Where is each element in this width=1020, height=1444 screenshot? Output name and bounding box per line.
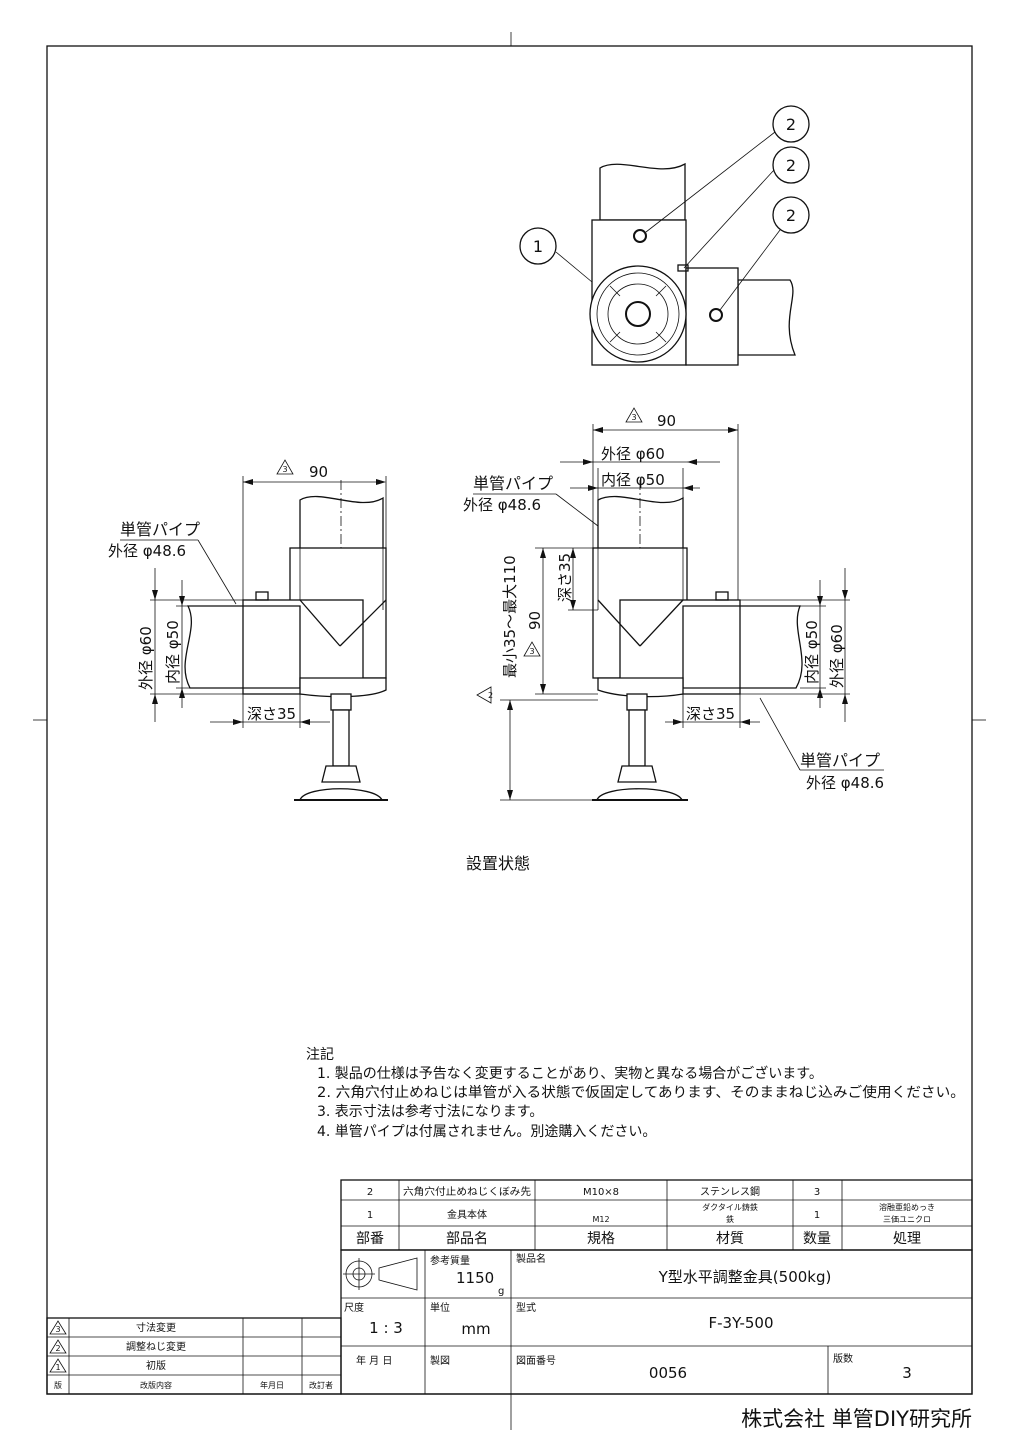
part2-name: 六角穴付止めねじくぼみ先 bbox=[403, 1185, 531, 1198]
left-pipe-od: 外径 φ48.6 bbox=[108, 542, 186, 560]
header-name: 部品名 bbox=[446, 1231, 488, 1247]
title-block: 参考質量 1150 g 製品名 Y型水平調整金具(500kg) 尺度 1 : 3… bbox=[340, 1249, 973, 1395]
left-pipe-label: 単管パイプ bbox=[120, 520, 200, 539]
part1-qty: 1 bbox=[814, 1210, 820, 1221]
right-rev-mark-3b: 3 bbox=[529, 647, 534, 656]
part1-treatment-1: 溶融亜鉛めっき bbox=[879, 1202, 935, 1212]
note-4: 4. 単管パイプは付属されません。別途購入ください。 bbox=[317, 1123, 656, 1140]
part1-material-1: ダクタイル鋳鉄 bbox=[702, 1202, 758, 1212]
left-inner-dia: 内径 φ50 bbox=[164, 620, 182, 684]
part1-material-2: 鉄 bbox=[726, 1214, 734, 1224]
right-inner-dia-side: 内径 φ50 bbox=[803, 620, 821, 684]
projection-symbol-icon bbox=[343, 1257, 418, 1291]
right-outer-dia-side: 外径 φ60 bbox=[828, 624, 846, 688]
rev-header-date: 年月日 bbox=[260, 1380, 284, 1390]
installation-caption: 設置状態 bbox=[466, 854, 530, 873]
note-1: 1. 製品の仕様は予告なく変更することがあり、実物と異なる場合がございます。 bbox=[317, 1065, 823, 1082]
part1-no: 1 bbox=[367, 1210, 373, 1221]
right-height-90: 90 bbox=[526, 611, 544, 630]
rev-mark-1: 1 bbox=[55, 1363, 60, 1372]
part1-spec: M12 bbox=[592, 1215, 609, 1224]
left-side-view: 3 90 単管パイプ 外径 φ48.6 外径 φ60 内径 φ50 深さ35 bbox=[108, 459, 388, 801]
callout-2c-bubble bbox=[772, 196, 810, 234]
header-no: 部番 bbox=[356, 1231, 384, 1247]
right-rev-mark-2: 2 bbox=[488, 691, 493, 700]
header-qty: 数量 bbox=[803, 1231, 831, 1247]
part2-no: 2 bbox=[367, 1187, 373, 1198]
part2-spec: M10×8 bbox=[583, 1187, 619, 1198]
right-inner-dia-top: 内径 φ50 bbox=[601, 471, 665, 489]
rev-content-3: 寸法変更 bbox=[136, 1321, 176, 1334]
model-label: 型式 bbox=[516, 1301, 536, 1314]
right-outer-dia-top: 外径 φ60 bbox=[601, 445, 665, 463]
left-width-dim: 90 bbox=[309, 463, 328, 481]
right-depth-vertical: 深さ35 bbox=[556, 553, 574, 602]
weight-label: 参考質量 bbox=[430, 1254, 470, 1267]
product-name: Y型水平調整金具(500kg) bbox=[658, 1268, 832, 1286]
right-pipe-label-bottom: 単管パイプ bbox=[800, 751, 880, 770]
part2-qty: 3 bbox=[814, 1187, 820, 1198]
rev-header-edition: 版 bbox=[54, 1380, 62, 1390]
weight-unit: g bbox=[498, 1286, 504, 1297]
drawn-label: 製図 bbox=[430, 1354, 450, 1367]
callout-2a-number: 2 bbox=[786, 115, 796, 134]
right-depth-horizontal: 深さ35 bbox=[686, 705, 735, 723]
note-3: 3. 表示寸法は参考寸法になります。 bbox=[317, 1103, 543, 1120]
header-treatment: 処理 bbox=[893, 1231, 921, 1247]
callout-1-bubble bbox=[519, 227, 557, 265]
right-rev-mark-3a: 3 bbox=[631, 413, 636, 422]
right-pipe-od-top: 外径 φ48.6 bbox=[463, 496, 541, 514]
right-height-range: 最小35～最大110 bbox=[501, 555, 519, 678]
header-material: 材質 bbox=[716, 1231, 744, 1247]
left-depth: 深さ35 bbox=[247, 705, 296, 723]
part1-treatment-2: 三価ユニクロ bbox=[883, 1214, 931, 1224]
drawing-no-label: 図面番号 bbox=[516, 1355, 556, 1367]
notes: 注記 1. 製品の仕様は予告なく変更することがあり、実物と異なる場合がございます… bbox=[306, 1046, 965, 1140]
revision-table: 3 2 1 寸法変更 調整ねじ変更 初版 版 改版内容 年月日 改訂者 bbox=[46, 1317, 342, 1395]
rev-content-2: 調整ねじ変更 bbox=[126, 1340, 186, 1353]
date-label: 年 月 日 bbox=[356, 1354, 392, 1367]
model-value: F-3Y-500 bbox=[708, 1314, 773, 1332]
product-label: 製品名 bbox=[516, 1252, 546, 1265]
scale-label: 尺度 bbox=[344, 1301, 364, 1314]
callout-2c-number: 2 bbox=[786, 206, 796, 225]
unit-value: mm bbox=[461, 1320, 490, 1338]
top-view: 1 2 2 2 bbox=[519, 105, 810, 366]
right-width-dim: 90 bbox=[657, 412, 676, 430]
edition-label: 版数 bbox=[833, 1352, 853, 1365]
left-rev-mark: 3 bbox=[282, 465, 287, 474]
edition-value: 3 bbox=[902, 1364, 912, 1382]
callout-2a-bubble bbox=[772, 105, 810, 143]
callout-2b-bubble bbox=[772, 146, 810, 184]
weight-value: 1150 bbox=[456, 1269, 494, 1287]
scale-value: 1 : 3 bbox=[369, 1319, 403, 1337]
unit-label: 単位 bbox=[430, 1301, 450, 1314]
left-outer-dia: 外径 φ60 bbox=[137, 626, 155, 690]
rev-header-content: 改版内容 bbox=[140, 1380, 172, 1390]
callout-1-number: 1 bbox=[533, 237, 543, 256]
rev-header-reviser: 改訂者 bbox=[309, 1380, 333, 1390]
part2-material: ステンレス鋼 bbox=[700, 1185, 760, 1198]
right-front-view: 3 90 外径 φ60 内径 φ50 単管パイプ 外径 φ48.6 最小35～最… bbox=[463, 407, 884, 801]
company-name: 株式会社 単管DIY研究所 bbox=[741, 1407, 972, 1431]
rev-mark-3: 3 bbox=[55, 1325, 60, 1334]
parts-table: 2 六角穴付止めねじくぼみ先 M10×8 ステンレス鋼 3 1 金具本体 M12… bbox=[340, 1179, 973, 1251]
rev-mark-2: 2 bbox=[55, 1344, 60, 1353]
header-spec: 規格 bbox=[587, 1231, 615, 1247]
note-2: 2. 六角穴付止めねじは単管が入る状態で仮固定してあります、そのままねじ込みご使… bbox=[317, 1084, 965, 1101]
right-pipe-label-top: 単管パイプ bbox=[473, 474, 553, 493]
callout-2b-number: 2 bbox=[786, 156, 796, 175]
notes-heading: 注記 bbox=[306, 1046, 334, 1063]
drawing-no: 0056 bbox=[649, 1364, 687, 1382]
rev-content-1: 初版 bbox=[146, 1359, 166, 1372]
right-pipe-od-bottom: 外径 φ48.6 bbox=[806, 774, 884, 792]
part1-name: 金具本体 bbox=[447, 1208, 487, 1221]
